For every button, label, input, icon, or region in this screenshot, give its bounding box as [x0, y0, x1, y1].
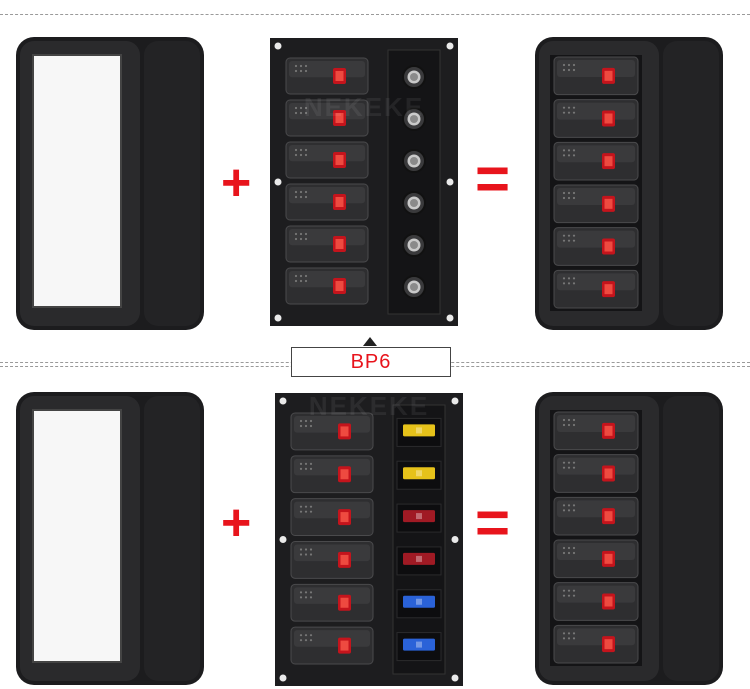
assembled-panel-bottom: [535, 392, 723, 685]
empty-cover-frame-top: [16, 37, 204, 330]
breaker-panel-top: NEKEKE: [270, 38, 458, 326]
switch-indicator-icon: [602, 110, 615, 127]
empty-cover-frame-bottom: [16, 392, 204, 685]
circuit-breaker-button-icon: [402, 107, 426, 131]
rocker-switch-5: [285, 225, 369, 263]
switch-indicator-icon: [602, 465, 615, 482]
top-dashed-divider: [0, 14, 750, 15]
assembled-rocker-switch-6: [553, 269, 639, 309]
switch-indicator-icon: [602, 281, 615, 298]
circuit-breaker-button-icon: [402, 65, 426, 89]
switch-indicator-icon: [333, 68, 346, 84]
switch-indicator-icon: [602, 195, 615, 212]
rocker-switch-5: [290, 583, 374, 622]
circuit-breaker-button-icon: [402, 191, 426, 215]
assembled-rocker-switch-4: [553, 539, 639, 579]
switch-indicator-icon: [338, 637, 351, 654]
assembled-rocker-switch-3: [553, 496, 639, 536]
rocker-switch-4: [285, 183, 369, 221]
switch-indicator-icon: [333, 194, 346, 210]
blade-fuse-blue-icon: [396, 589, 442, 619]
model-label: BP6: [291, 347, 451, 377]
blade-fuse-yellow-icon: [396, 460, 442, 490]
circuit-breaker-button-icon: [402, 275, 426, 299]
switch-indicator-icon: [602, 238, 615, 255]
mounting-screw-icon: [446, 178, 454, 186]
rocker-switch-3: [285, 141, 369, 179]
switch-indicator-icon: [602, 153, 615, 170]
fuse-panel-bottom: NEKEKE: [275, 393, 463, 686]
switch-indicator-icon: [338, 594, 351, 611]
mounting-screw-icon: [274, 178, 282, 186]
circuit-breaker-button-icon: [402, 149, 426, 173]
switch-indicator-icon: [333, 278, 346, 294]
mounting-screw-icon: [446, 42, 454, 50]
equals-symbol-top: =: [475, 145, 511, 212]
assembled-rocker-switch-6: [553, 624, 639, 664]
mounting-screw-icon: [451, 536, 459, 543]
switch-indicator-icon: [338, 423, 351, 440]
assembled-rocker-switch-4: [553, 184, 639, 224]
switch-indicator-icon: [602, 550, 615, 567]
mounting-screw-icon: [274, 42, 282, 50]
mounting-screw-icon: [279, 397, 287, 405]
rocker-switch-3: [290, 498, 374, 536]
mounting-screw-icon: [451, 397, 459, 405]
assembled-panel-top: [535, 37, 723, 330]
rocker-switch-6: [285, 267, 369, 305]
blade-fuse-red-icon: [396, 503, 442, 533]
equals-symbol-bottom: =: [475, 489, 511, 556]
blade-fuse-yellow-icon: [396, 417, 442, 447]
model-label-text: BP6: [350, 350, 392, 373]
assembled-rocker-switch-1: [553, 411, 639, 451]
assembled-rocker-switch-2: [553, 454, 639, 493]
switch-indicator-icon: [602, 636, 615, 653]
switch-indicator-icon: [333, 110, 346, 126]
switch-indicator-icon: [333, 236, 346, 252]
assembled-rocker-switch-3: [553, 141, 639, 181]
rocker-switch-6: [290, 626, 374, 665]
assembled-rocker-switch-1: [553, 56, 639, 96]
switch-indicator-icon: [338, 551, 351, 568]
rocker-switch-2: [290, 455, 374, 494]
mounting-screw-icon: [279, 536, 287, 543]
mounting-screw-icon: [279, 674, 287, 682]
plus-symbol-bottom: +: [221, 494, 252, 552]
mounting-screw-icon: [274, 314, 282, 322]
switch-indicator-icon: [602, 67, 615, 84]
switch-indicator-icon: [338, 509, 351, 526]
circuit-breaker-button-icon: [402, 233, 426, 257]
switch-indicator-icon: [602, 422, 615, 439]
rocker-switch-1: [285, 57, 369, 95]
watermark-text: NEKEKE: [304, 92, 424, 122]
watermark-text: NEKEKE: [309, 393, 429, 421]
label-pointer-arrow: [363, 337, 377, 346]
assembled-rocker-switch-2: [553, 99, 639, 138]
blade-fuse-blue-icon: [396, 632, 442, 662]
mounting-screw-icon: [451, 674, 459, 682]
switch-indicator-icon: [338, 466, 351, 483]
plus-symbol-top: +: [221, 154, 252, 212]
assembled-rocker-switch-5: [553, 582, 639, 621]
mounting-screw-icon: [446, 314, 454, 322]
switch-indicator-icon: [602, 508, 615, 525]
assembled-rocker-switch-5: [553, 227, 639, 266]
rocker-switch-4: [290, 541, 374, 579]
rocker-switch-2: [285, 99, 369, 137]
rocker-switch-1: [290, 412, 374, 451]
switch-indicator-icon: [602, 593, 615, 610]
switch-indicator-icon: [333, 152, 346, 168]
blade-fuse-red-icon: [396, 546, 442, 576]
